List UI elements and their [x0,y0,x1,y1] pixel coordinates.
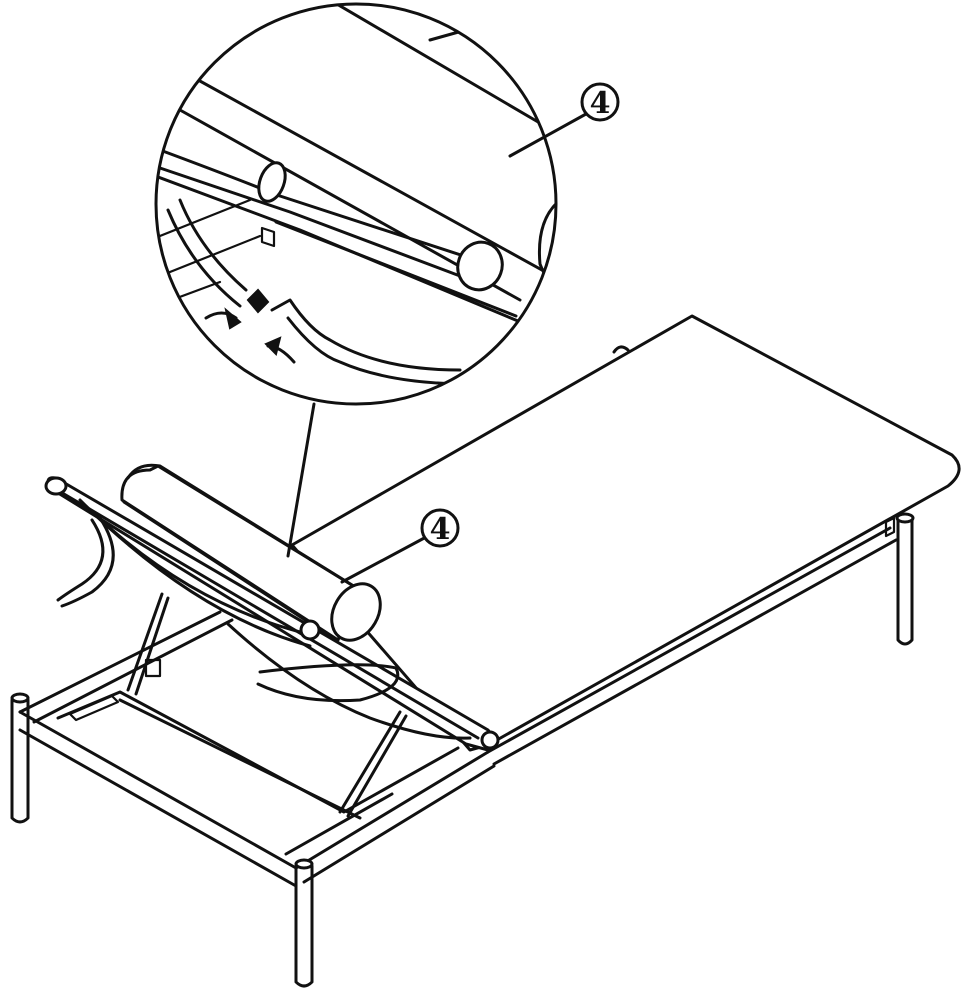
slat-band [78,498,472,740]
side-rail-right [486,526,898,766]
peg-back [612,345,630,354]
leg-back-right [895,512,915,646]
strap-left [56,516,115,608]
detail-callout: 4 [508,82,620,158]
curved-arrow-icon [204,307,242,330]
mattress-panel [290,314,961,752]
magnifier-connector [286,402,316,558]
detail-callout-label: 4 [590,86,611,121]
frame-left-rail [18,610,234,724]
main-callout: 4 [340,508,460,584]
leg-front-left [10,692,30,824]
frame-right-rail [284,750,496,884]
headboard-frame [44,476,500,752]
frame-front-rail [18,710,298,888]
main-callout-label: 4 [430,512,451,547]
magnifier-circle [154,2,558,406]
curved-arrow-icon [264,336,296,364]
bed-assembly [10,314,961,988]
detail-magnifier [154,2,558,558]
leg-front-right [294,858,314,988]
inner-base [56,690,460,814]
bolster-roll [120,463,382,642]
lift-struts [118,592,408,820]
